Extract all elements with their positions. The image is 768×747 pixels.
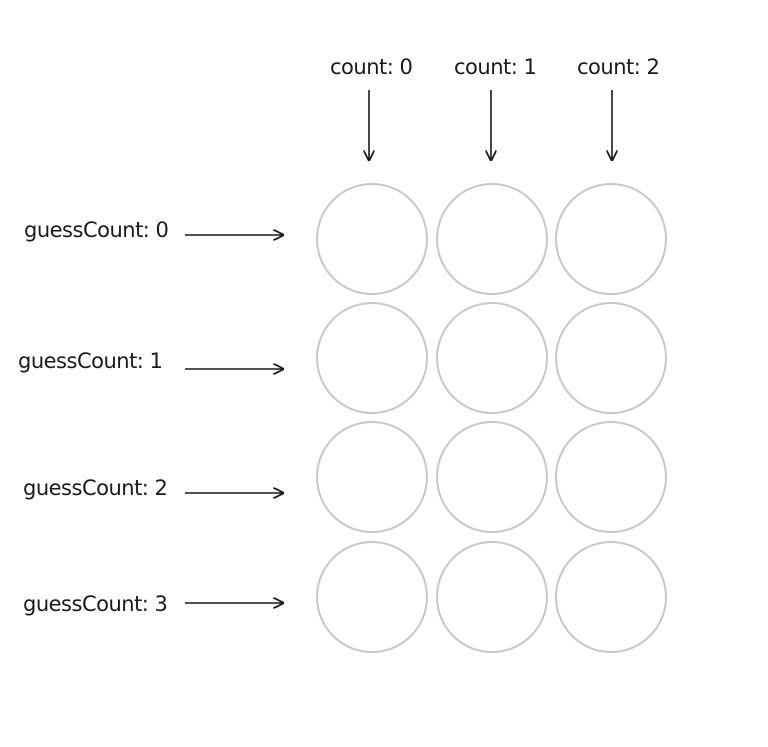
state-circle-r2-c2 bbox=[555, 421, 667, 533]
row-label-guesscount-0: guessCount: 0 bbox=[24, 218, 169, 242]
state-circle-r2-c1 bbox=[436, 421, 548, 533]
state-circle-r2-c0 bbox=[316, 421, 428, 533]
column-label-count-1: count: 1 bbox=[454, 55, 537, 79]
row-label-guesscount-2: guessCount: 2 bbox=[23, 476, 168, 500]
state-circle-r0-c2 bbox=[555, 183, 667, 295]
state-circle-r3-c1 bbox=[436, 541, 548, 653]
state-circle-r1-c2 bbox=[555, 302, 667, 414]
row-label-guesscount-1: guessCount: 1 bbox=[18, 349, 163, 373]
state-circle-r3-c0 bbox=[316, 541, 428, 653]
state-circle-r0-c0 bbox=[316, 183, 428, 295]
column-label-count-2: count: 2 bbox=[577, 55, 660, 79]
state-circle-r1-c1 bbox=[436, 302, 548, 414]
state-circle-r3-c2 bbox=[555, 541, 667, 653]
row-label-guesscount-3: guessCount: 3 bbox=[23, 592, 168, 616]
state-circle-r1-c0 bbox=[316, 302, 428, 414]
column-label-count-0: count: 0 bbox=[330, 55, 413, 79]
state-circle-r0-c1 bbox=[436, 183, 548, 295]
